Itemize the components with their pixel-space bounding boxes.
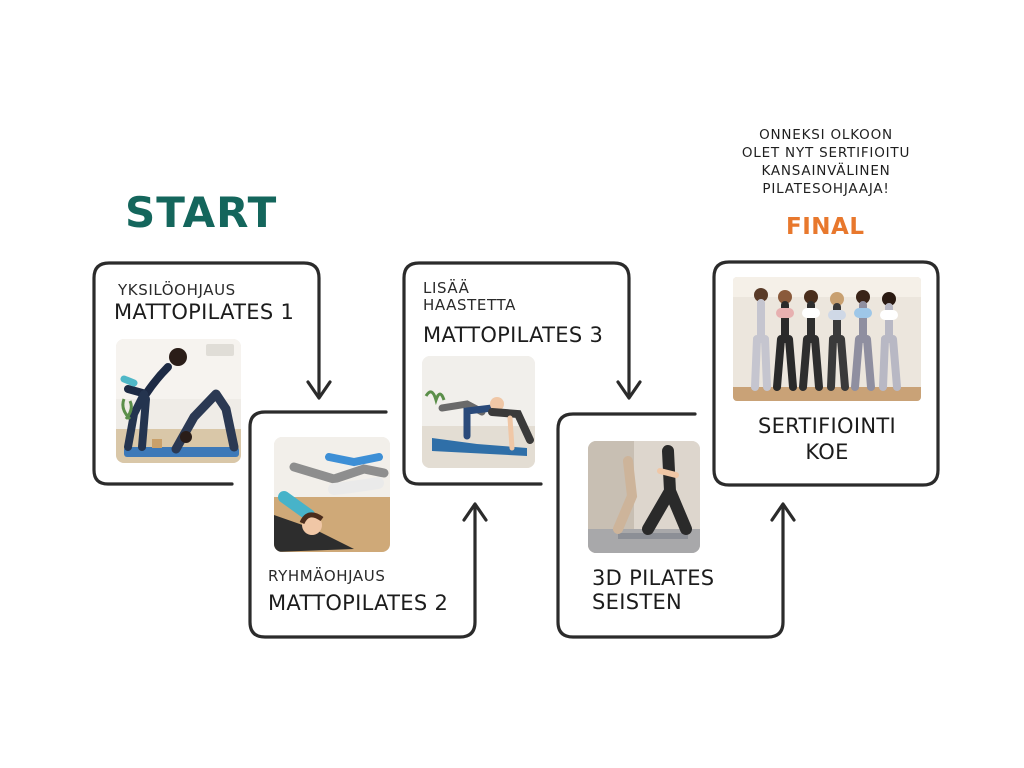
step-2-outline xyxy=(248,410,477,639)
congratulations-line: OLET NYT SERTIFIOITU xyxy=(741,145,911,161)
step-2-photo xyxy=(274,437,390,552)
start-title: START xyxy=(125,188,278,237)
congratulations-line: PILATESOHJAAJA! xyxy=(762,181,890,197)
step-3-subtitle-line-2: HAASTETTA xyxy=(423,296,516,314)
step-3-subtitle-line-1: LISÄÄ xyxy=(423,279,470,297)
step-5-photo xyxy=(733,277,921,401)
step-2-title: MATTOPILATES 2 xyxy=(268,591,449,615)
step-1-photo xyxy=(116,339,241,463)
congratulations-line: ONNEKSI OLKOON xyxy=(759,127,893,143)
step-4-title-line-1: 3D PILATES xyxy=(592,566,715,590)
final-title: FINAL xyxy=(786,214,865,240)
step-1-subtitle: YKSILÖOHJAUS xyxy=(118,281,236,299)
step-3-arrowhead xyxy=(616,380,642,400)
step-5-title-line-1: SERTIFIOINTI xyxy=(757,414,896,438)
step-5-outline xyxy=(712,260,940,487)
step-1-title: MATTOPILATES 1 xyxy=(114,300,295,324)
step-2-subtitle: RYHMÄOHJAUS xyxy=(268,567,386,585)
step-4-title-line-2: SEISTEN xyxy=(592,590,683,614)
step-3-photo xyxy=(422,356,535,468)
congratulations-text: ONNEKSI OLKOON OLET NYT SERTIFIOITU KANS… xyxy=(720,126,932,198)
step-3-title: MATTOPILATES 3 xyxy=(423,323,604,347)
step-4-outline xyxy=(556,412,785,639)
step-1-outline xyxy=(92,261,321,486)
step-4-photo xyxy=(588,441,700,553)
step-5-title-line-2: KOE xyxy=(805,440,849,464)
step-1-arrowhead xyxy=(306,380,332,400)
congratulations-line: KANSAINVÄLINEN xyxy=(761,163,891,179)
step-3-outline xyxy=(402,261,631,486)
step-2-arrowhead xyxy=(462,502,488,522)
step-4-arrowhead xyxy=(770,502,796,522)
